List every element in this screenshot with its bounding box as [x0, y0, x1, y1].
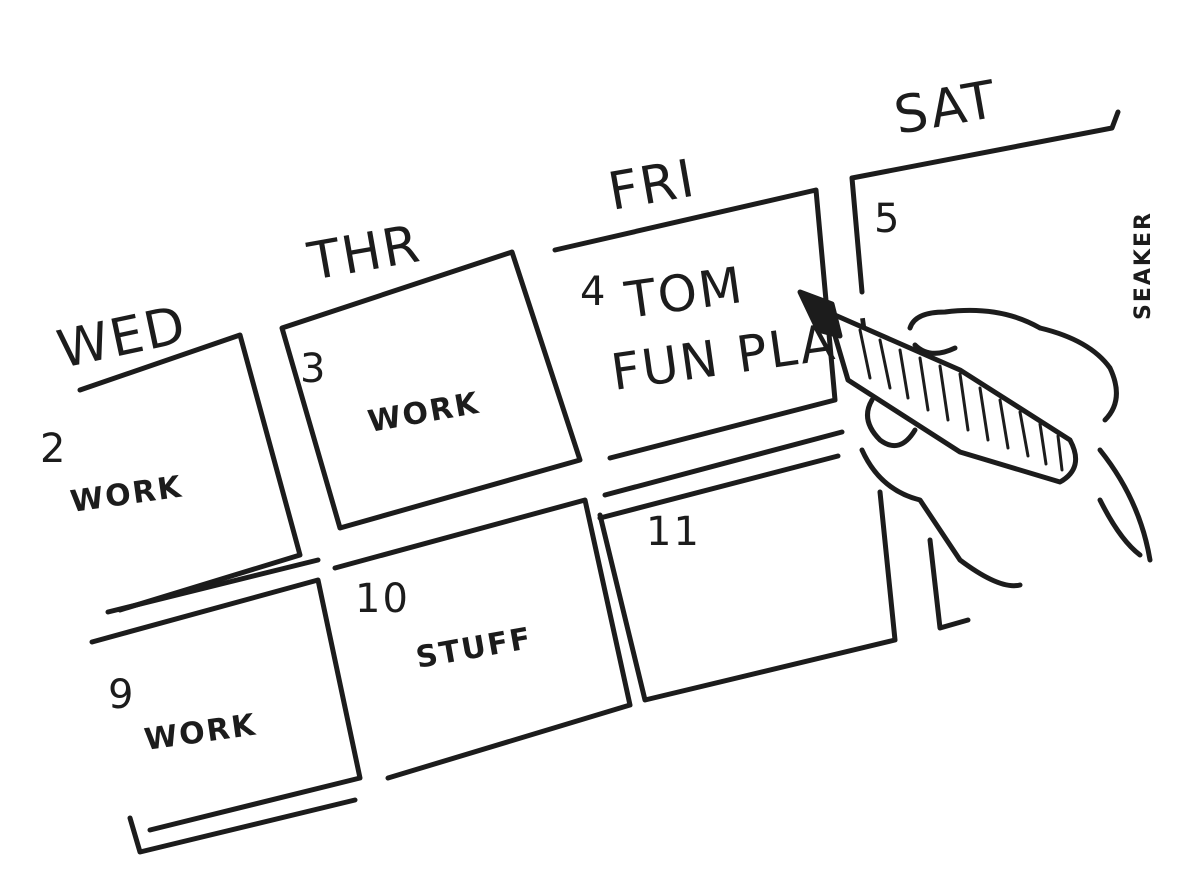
calendar-cell-sat-week2-edge: [927, 537, 971, 631]
cell-number: 9: [108, 672, 135, 718]
cell-number: 2: [40, 426, 67, 472]
cell-entry: WORK: [142, 708, 259, 758]
cell-number: 3: [300, 346, 327, 392]
calendar-cell-11: 11: [597, 429, 898, 703]
cell-entry: WORK: [68, 470, 185, 520]
cell-number: 5: [874, 196, 901, 242]
calendar-cell-10: 10 STUFF: [332, 497, 633, 781]
hand-holding-marker-icon: [797, 289, 1153, 589]
cell-number: 11: [646, 509, 701, 555]
calendar-cell-5: 5: [849, 109, 1121, 295]
day-header-thr: THR: [303, 214, 426, 293]
day-header-wed: WED: [52, 295, 192, 381]
artist-signature: SEAKER: [1131, 211, 1156, 320]
day-header-fri: FRI: [604, 149, 700, 223]
cell-entry: WORK: [365, 386, 482, 440]
cell-entry-line1: TOM: [621, 256, 748, 330]
cell-number: 4: [580, 269, 607, 315]
cell-number: 10: [355, 576, 410, 622]
calendar-cell-9: 9 WORK: [89, 557, 363, 855]
cell-entry: STUFF: [413, 621, 535, 676]
calendar-cell-3: 3 WORK: [279, 249, 583, 531]
day-header-sat: SAT: [890, 70, 1002, 147]
